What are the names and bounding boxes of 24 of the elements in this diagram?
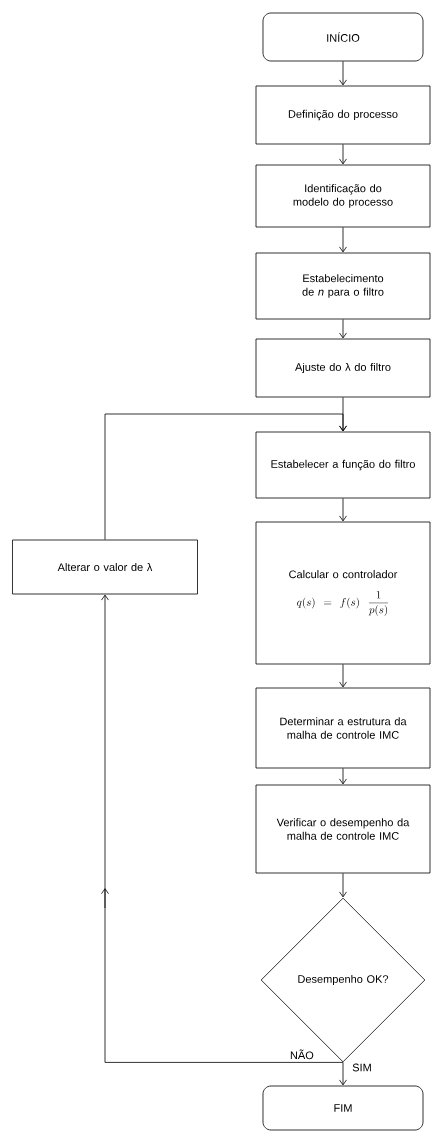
arrow <box>339 61 347 86</box>
edge-label: NÃO <box>290 1049 314 1060</box>
process-box: Calcular o controlador $q(s) = f(s)\;\dfrac{1}{p(s)}$ <box>255 521 431 665</box>
arrow <box>339 873 347 898</box>
process-box: Determinar a estrutura da malha de controle IMC <box>255 687 431 769</box>
process-box: Alterar o valor de λ <box>12 539 198 595</box>
arrow <box>339 227 347 253</box>
process-box: Estabelecimento de n para o filtro <box>255 252 431 320</box>
process-box: Estabelecer a função do filtro <box>255 431 431 499</box>
arrow <box>104 413 347 540</box>
terminal-box: INÍCIO <box>262 12 424 62</box>
arrow <box>339 498 347 522</box>
arrow <box>339 1062 347 1086</box>
terminal-box: FIM <box>262 1085 424 1131</box>
process-box: Identificação do modelo do processo <box>255 164 431 228</box>
process-box: Verificar o desempenho da malha de controle IMC <box>255 784 431 874</box>
edge-label: SIM <box>352 1063 371 1072</box>
arrow <box>339 768 347 785</box>
arrow <box>101 594 344 1063</box>
arrow <box>339 664 347 688</box>
process-box: Definição do processo <box>255 85 431 145</box>
arrow <box>339 144 347 165</box>
arrow <box>339 319 347 339</box>
process-box: Ajuste do λ do filtro <box>255 338 431 398</box>
